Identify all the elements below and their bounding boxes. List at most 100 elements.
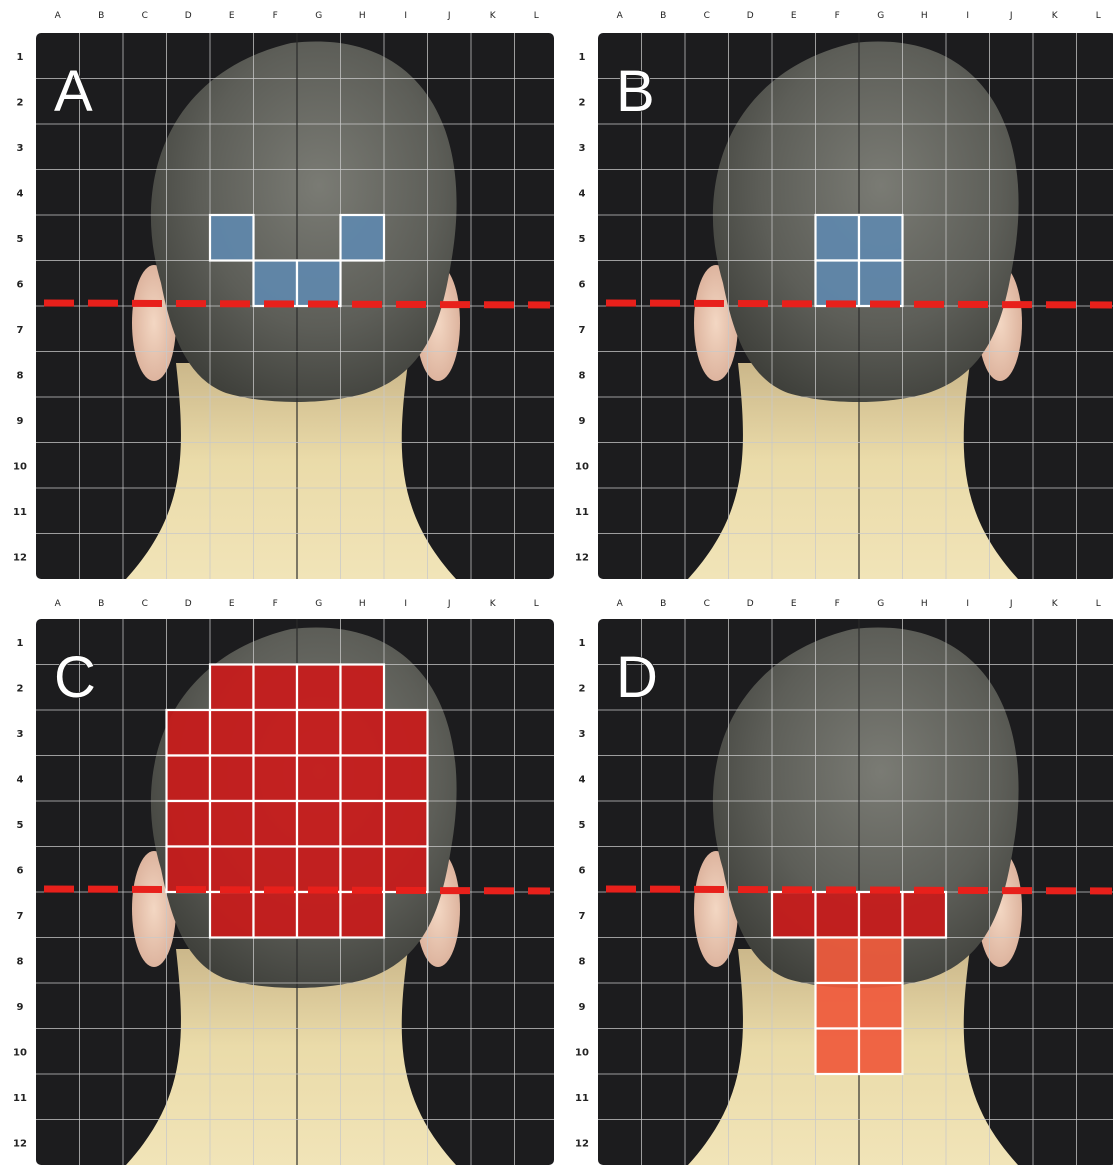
highlighted-cell-f5 (254, 801, 298, 847)
column-label-g: G (877, 599, 884, 609)
highlighted-cell-d4 (167, 756, 211, 802)
highlighted-cell-g5 (859, 215, 903, 261)
column-label-a: A (55, 11, 62, 21)
row-label-8: 8 (17, 370, 24, 381)
panel-letter-a: A (54, 59, 93, 124)
highlighted-cell-g2 (297, 665, 341, 711)
highlighted-cell-h4 (341, 756, 385, 802)
column-label-i: I (404, 599, 407, 609)
row-label-12: 12 (575, 552, 589, 563)
column-label-k: K (490, 599, 497, 609)
row-label-6: 6 (579, 279, 586, 290)
highlighted-cell-h3 (341, 710, 385, 756)
highlighted-cell-f2 (254, 665, 298, 711)
highlighted-cell-h7 (341, 892, 385, 938)
row-label-5: 5 (579, 820, 586, 831)
column-label-b: B (660, 11, 666, 21)
column-label-d: D (185, 11, 192, 21)
row-label-5: 5 (17, 234, 24, 245)
highlighted-cell-d3 (167, 710, 211, 756)
column-label-e: E (229, 599, 235, 609)
row-label-11: 11 (575, 507, 589, 518)
highlighted-cell-f5 (816, 215, 860, 261)
column-label-f: F (273, 599, 278, 609)
column-label-k: K (490, 11, 497, 21)
panel-b: B (598, 33, 1113, 579)
row-label-9: 9 (579, 1002, 586, 1013)
row-label-2: 2 (579, 97, 586, 108)
column-label-l: L (1096, 599, 1101, 609)
highlighted-cell-e3 (210, 710, 254, 756)
column-label-i: I (966, 599, 969, 609)
column-label-k: K (1052, 11, 1059, 21)
highlighted-cell-h7 (903, 892, 947, 938)
column-label-b: B (98, 11, 104, 21)
row-label-6: 6 (17, 865, 24, 876)
column-label-d: D (747, 11, 754, 21)
row-label-3: 3 (579, 143, 586, 154)
row-label-8: 8 (579, 956, 586, 967)
row-label-2: 2 (17, 97, 24, 108)
column-label-l: L (534, 11, 539, 21)
highlighted-cell-f7 (816, 892, 860, 938)
highlighted-cell-e5 (210, 801, 254, 847)
row-label-3: 3 (17, 143, 24, 154)
column-label-j: J (1009, 599, 1013, 609)
highlighted-cell-f4 (254, 756, 298, 802)
panel-a: A (36, 33, 554, 579)
column-label-g: G (315, 599, 322, 609)
row-label-7: 7 (17, 911, 24, 922)
row-label-12: 12 (13, 1138, 27, 1149)
highlighted-cell-g7 (297, 892, 341, 938)
highlighted-cell-e4 (210, 756, 254, 802)
highlighted-cell-g10 (859, 1029, 903, 1075)
column-label-f: F (273, 11, 278, 21)
row-label-9: 9 (17, 1002, 24, 1013)
highlighted-cell-g9 (859, 983, 903, 1029)
column-label-g: G (877, 11, 884, 21)
highlighted-cell-f9 (816, 983, 860, 1029)
row-label-6: 6 (579, 865, 586, 876)
column-label-h: H (359, 599, 366, 609)
highlighted-cell-g5 (297, 801, 341, 847)
row-label-2: 2 (17, 683, 24, 694)
column-label-g: G (315, 11, 322, 21)
hair-illustration (151, 41, 457, 402)
row-label-8: 8 (579, 370, 586, 381)
row-label-1: 1 (579, 52, 586, 63)
row-label-4: 4 (579, 188, 586, 199)
row-label-3: 3 (579, 729, 586, 740)
highlighted-cell-i5 (384, 801, 428, 847)
row-label-2: 2 (579, 683, 586, 694)
column-label-c: C (142, 599, 148, 609)
column-label-j: J (447, 599, 451, 609)
row-label-11: 11 (575, 1093, 589, 1104)
row-label-3: 3 (17, 729, 24, 740)
column-label-j: J (447, 11, 451, 21)
column-label-f: F (835, 11, 840, 21)
column-label-d: D (185, 599, 192, 609)
highlighted-cell-d6 (167, 847, 211, 893)
highlighted-cell-f6 (816, 261, 860, 307)
highlighted-cell-g7 (859, 892, 903, 938)
row-label-5: 5 (579, 234, 586, 245)
column-label-k: K (1052, 599, 1059, 609)
column-label-h: H (921, 11, 928, 21)
column-label-j: J (1009, 11, 1013, 21)
row-label-4: 4 (17, 188, 24, 199)
column-label-c: C (142, 11, 148, 21)
row-label-7: 7 (579, 911, 586, 922)
panel-d: D (598, 619, 1113, 1165)
highlighted-cell-e7 (210, 892, 254, 938)
highlighted-cell-g8 (859, 938, 903, 984)
row-label-10: 10 (575, 461, 589, 472)
column-label-e: E (229, 11, 235, 21)
column-label-h: H (359, 11, 366, 21)
column-label-i: I (404, 11, 407, 21)
highlighted-cell-f7 (254, 892, 298, 938)
column-label-c: C (704, 11, 710, 21)
row-label-11: 11 (13, 507, 27, 518)
highlighted-cell-g3 (297, 710, 341, 756)
row-label-1: 1 (17, 638, 24, 649)
